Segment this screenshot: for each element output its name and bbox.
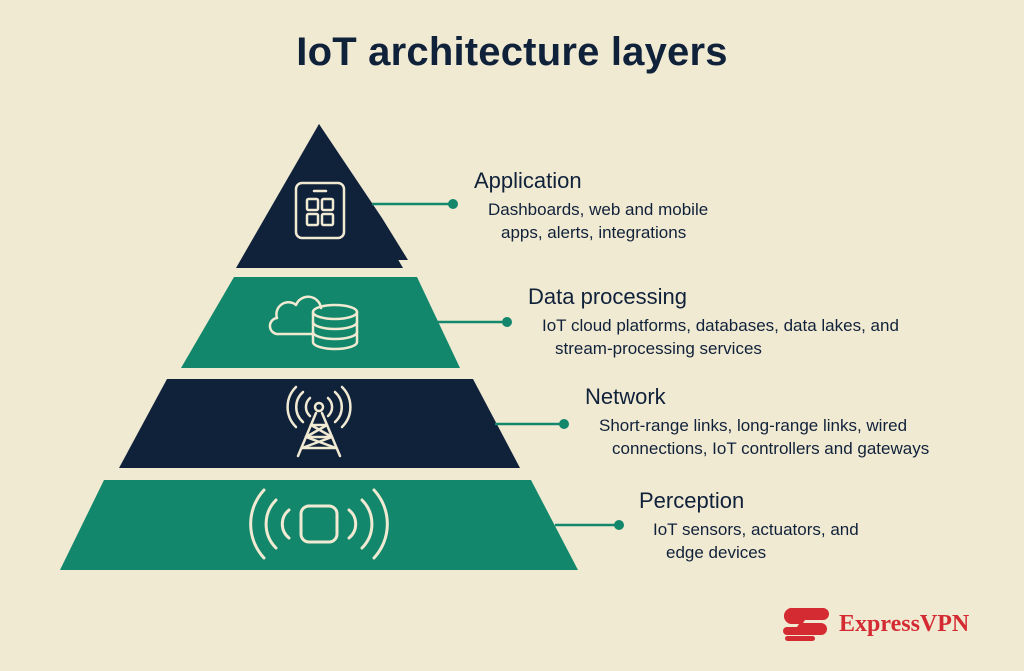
layer-description: IoT sensors, actuators, and edge devices xyxy=(639,518,859,564)
cloud-database-icon xyxy=(268,295,359,351)
layer-application xyxy=(236,124,458,268)
radio-tower-icon xyxy=(286,385,352,458)
layer-data-processing-shape xyxy=(181,277,460,368)
layer-title: Application xyxy=(474,168,582,193)
connector-dot xyxy=(502,317,512,327)
layer-description-line: apps, alerts, integrations xyxy=(501,223,687,242)
expressvpn-logo-icon xyxy=(783,607,829,641)
layer-description-line: Dashboards, web and mobile xyxy=(488,200,709,219)
layer-title: Network xyxy=(585,384,666,409)
layer-label-perception: Perception IoT sensors, actuators, and e… xyxy=(639,488,859,564)
layer-description-line: edge devices xyxy=(666,543,767,562)
mobile-app-grid-icon xyxy=(294,181,346,240)
layer-perception xyxy=(60,480,624,570)
brand-name: ExpressVPN xyxy=(839,610,970,637)
layer-description: Short-range links, long-range links, wir… xyxy=(585,414,929,460)
connector-dot xyxy=(614,520,624,530)
sensor-signal-icon xyxy=(249,488,389,560)
layer-title: Perception xyxy=(639,488,745,513)
layer-data-processing xyxy=(181,277,512,368)
layer-description-line: IoT sensors, actuators, and xyxy=(653,520,859,539)
layer-title: Data processing xyxy=(528,284,687,309)
page-title: IoT architecture layers xyxy=(296,30,728,74)
layer-description-line: IoT cloud platforms, databases, data lak… xyxy=(542,316,899,335)
layer-label-network: Network Short-range links, long-range li… xyxy=(585,384,929,460)
layer-description: Dashboards, web and mobile apps, alerts,… xyxy=(474,198,708,244)
connector-dot xyxy=(559,419,569,429)
layer-label-data-processing: Data processing IoT cloud platforms, dat… xyxy=(528,284,899,360)
connector-dot xyxy=(448,199,458,209)
layer-description-line: connections, IoT controllers and gateway… xyxy=(612,439,930,458)
brand-logo: ExpressVPN xyxy=(783,606,969,642)
layer-description-line: Short-range links, long-range links, wir… xyxy=(599,416,908,435)
layer-description: IoT cloud platforms, databases, data lak… xyxy=(528,314,899,360)
layer-network xyxy=(119,379,569,468)
layer-description-line: stream-processing services xyxy=(555,339,762,358)
layer-network-shape xyxy=(119,379,520,468)
layer-label-application: Application Dashboards, web and mobile a… xyxy=(474,168,708,244)
layer-perception-shape xyxy=(60,480,578,570)
